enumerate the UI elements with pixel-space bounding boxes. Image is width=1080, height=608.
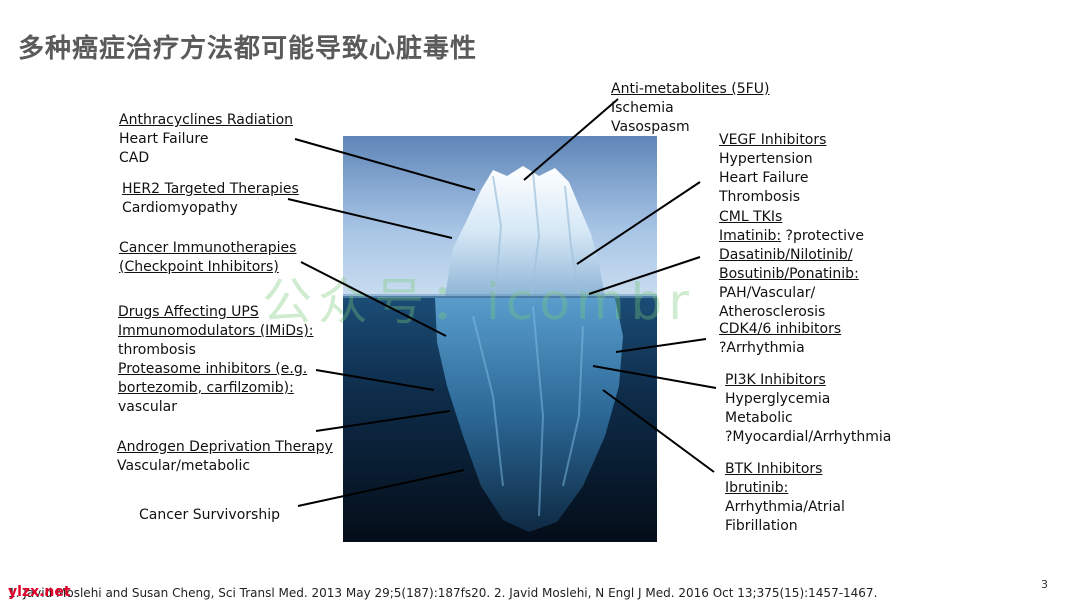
label-survivorship: Cancer Survivorship: [139, 506, 280, 525]
cml-line-1: PAH/Vascular/: [719, 285, 816, 301]
label-cml: CML TKIs Imatinib: ?protective Dasatinib…: [719, 208, 864, 322]
pi3k-line-2: Metabolic: [725, 410, 793, 426]
line-anthracyclines: [294, 138, 476, 191]
her2-line-1: Cardiomyopathy: [122, 200, 238, 216]
anthracyclines-line-2: CAD: [119, 150, 150, 166]
btk-sub-heading: Ibrutinib:: [725, 480, 789, 496]
cdk-heading: CDK4/6 inhibitors: [719, 321, 842, 337]
label-cdk: CDK4/6 inhibitors ?Arrhythmia: [719, 320, 841, 358]
line-proteasome: [315, 369, 435, 391]
antimetabolites-line-2: Vasospasm: [611, 119, 690, 135]
citation-footer: 1. Javid Moslehi and Susan Cheng, Sci Tr…: [8, 586, 878, 600]
ups-heading-2: Immunomodulators (IMiDs):: [118, 323, 314, 339]
btk-line-1: Arrhythmia/Atrial: [725, 499, 845, 515]
pi3k-line-3: ?Myocardial/Arrhythmia: [725, 429, 892, 445]
line-androgen: [315, 410, 451, 432]
anthracyclines-heading: Anthracyclines Radiation: [119, 112, 294, 128]
anthracyclines-line-1: Heart Failure: [119, 131, 209, 147]
cml-dasatinib: Dasatinib/Nilotinib/: [719, 247, 853, 263]
vegf-line-3: Thrombosis: [719, 189, 801, 205]
cml-imatinib-row: Imatinib: ?protective: [719, 227, 864, 246]
site-logo: ylzx.net: [8, 584, 71, 600]
ups-line-1: thrombosis: [118, 342, 196, 358]
line-cdk: [615, 338, 707, 353]
antimetabolites-heading: Anti-metabolites (5FU): [611, 81, 770, 97]
btk-line-2: Fibrillation: [725, 518, 798, 534]
line-her2: [287, 198, 453, 239]
cml-imatinib-label: Imatinib:: [719, 228, 782, 244]
slide-title: 多种癌症治疗方法都可能导致心脏毒性: [18, 34, 478, 64]
immunotherapies-heading-2: (Checkpoint Inhibitors): [119, 259, 279, 275]
survivorship-text: Cancer Survivorship: [139, 507, 280, 523]
ups-heading-1: Drugs Affecting UPS: [118, 304, 259, 320]
label-pi3k: PI3K Inhibitors Hyperglycemia Metabolic …: [725, 371, 891, 447]
label-btk: BTK Inhibitors Ibrutinib: Arrhythmia/Atr…: [725, 460, 845, 536]
watermark: 公众号：icombr: [262, 273, 695, 331]
label-vegf: VEGF Inhibitors Hypertension Heart Failu…: [719, 131, 826, 207]
antimetabolites-line-1: Ischemia: [611, 100, 674, 116]
line-survivorship: [297, 469, 465, 507]
cml-bosutinib: Bosutinib/Ponatinib:: [719, 266, 859, 282]
vegf-heading: VEGF Inhibitors: [719, 132, 827, 148]
line-immunotherapies: [300, 261, 447, 337]
page-number: 3: [1041, 578, 1048, 591]
label-antimetabolites: Anti-metabolites (5FU) Ischemia Vasospas…: [611, 80, 769, 137]
pi3k-line-1: Hyperglycemia: [725, 391, 831, 407]
line-pi3k: [592, 365, 717, 389]
androgen-heading: Androgen Deprivation Therapy: [117, 439, 333, 455]
ups-heading-4: bortezomib, carfilzomib):: [118, 380, 294, 396]
cml-imatinib-text: ?protective: [781, 228, 864, 244]
line-antimetabolites: [523, 98, 619, 181]
ups-heading-3: Proteasome inhibitors (e.g.: [118, 361, 308, 377]
her2-heading: HER2 Targeted Therapies: [122, 181, 299, 197]
cdk-line-1: ?Arrhythmia: [719, 340, 805, 356]
androgen-line-1: Vascular/metabolic: [117, 458, 251, 474]
pi3k-heading: PI3K Inhibitors: [725, 372, 826, 388]
cml-line-2: Atherosclerosis: [719, 304, 826, 320]
line-cml: [588, 256, 701, 295]
vegf-line-1: Hypertension: [719, 151, 813, 167]
vegf-line-2: Heart Failure: [719, 170, 809, 186]
line-vegf: [576, 181, 701, 265]
ups-line-2: vascular: [118, 399, 177, 415]
immunotherapies-heading-1: Cancer Immunotherapies: [119, 240, 297, 256]
btk-heading: BTK Inhibitors: [725, 461, 823, 477]
line-btk: [602, 389, 715, 473]
cml-heading: CML TKIs: [719, 209, 783, 225]
label-androgen: Androgen Deprivation Therapy Vascular/me…: [117, 438, 333, 476]
iceberg-image: [343, 136, 657, 542]
label-anthracyclines: Anthracyclines Radiation Heart Failure C…: [119, 111, 293, 168]
label-immunotherapies: Cancer Immunotherapies (Checkpoint Inhib…: [119, 239, 296, 277]
label-her2: HER2 Targeted Therapies Cardiomyopathy: [122, 180, 299, 218]
label-ups: Drugs Affecting UPS Immunomodulators (IM…: [118, 303, 314, 417]
